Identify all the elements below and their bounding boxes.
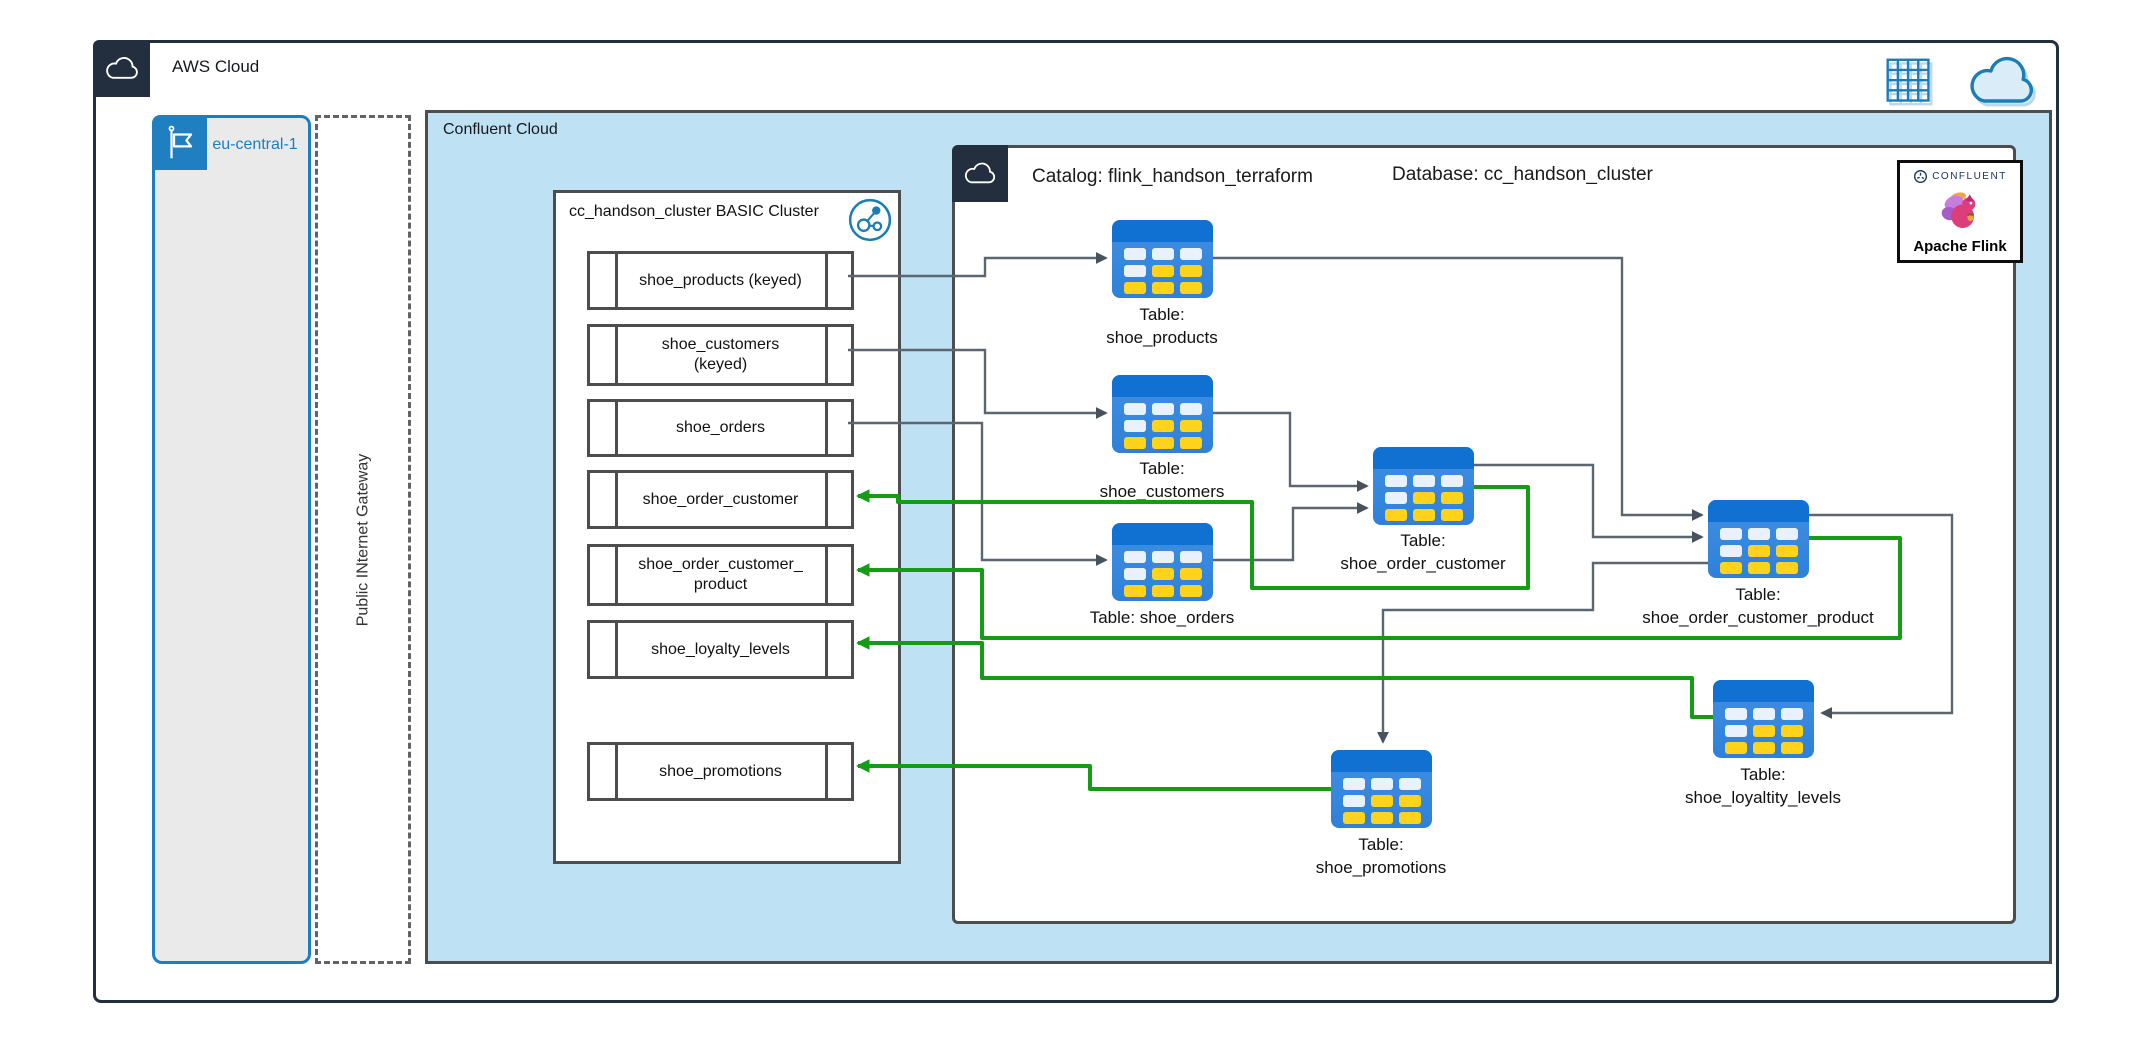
topic-divider bbox=[825, 745, 828, 798]
table-label-shoe-orders: Table: shoe_orders bbox=[1089, 608, 1235, 627]
cloud-glyph bbox=[105, 56, 138, 79]
topic-divider bbox=[615, 473, 618, 526]
confluent-flink-logo-box: CONFLUENT Apache Flink bbox=[1897, 160, 2023, 263]
topic-shoe-orders: shoe_orders bbox=[587, 399, 854, 457]
catalog-title: Catalog: flink_handson_terraform bbox=[1032, 166, 1313, 187]
topic-divider bbox=[825, 327, 828, 383]
topic-divider bbox=[615, 327, 618, 383]
table-icon-shoe-orders bbox=[1112, 523, 1213, 601]
flag-glyph bbox=[168, 125, 192, 158]
table-icon-shoe-loyaltity-levels bbox=[1713, 680, 1814, 758]
table-icon-shoe-promotions bbox=[1331, 750, 1432, 828]
apache-flink-squirrel-icon bbox=[1941, 192, 1976, 229]
table-icon-shoe-customers bbox=[1112, 375, 1213, 453]
region-label: eu-central-1 bbox=[212, 136, 298, 153]
table-label-shoe-customers: Table:shoe_customers bbox=[1099, 459, 1225, 501]
table-grid-icon bbox=[1886, 58, 1933, 106]
topic-shoe-products: shoe_products (keyed) bbox=[587, 251, 854, 310]
topic-divider bbox=[825, 473, 828, 526]
confluent-logo-icon bbox=[1914, 170, 1928, 183]
table-icon-shoe-products bbox=[1112, 220, 1213, 298]
topic-divider bbox=[615, 402, 618, 454]
topic-shoe-order-customer: shoe_order_customer bbox=[587, 470, 854, 529]
table-label-shoe-products: Table:shoe_products bbox=[1106, 305, 1218, 347]
topic-divider bbox=[825, 547, 828, 603]
topic-divider bbox=[825, 402, 828, 454]
region-box-eu-central-1 bbox=[152, 115, 311, 964]
catalog-database: Database: cc_handson_cluster bbox=[1392, 164, 1653, 185]
topic-shoe-promotions: shoe_promotions bbox=[587, 742, 854, 801]
kafka-cluster-title: cc_handson_cluster BASIC Cluster bbox=[569, 203, 819, 220]
public-internet-gateway-label: Public INternet Gateway bbox=[354, 453, 371, 626]
table-label-shoe-order-customer: Table:shoe_order_customer bbox=[1340, 531, 1506, 573]
aws-cloud-label: AWS Cloud bbox=[172, 57, 260, 76]
topic-divider bbox=[825, 254, 828, 307]
top-right-icons bbox=[1884, 54, 2040, 110]
table-label-shoe-loyaltity-levels: Table:shoe_loyaltity_levels bbox=[1685, 765, 1841, 807]
confluent-logo-word: CONFLUENT bbox=[1932, 171, 2007, 182]
table-icon-shoe-order-customer-product bbox=[1708, 500, 1809, 578]
topic-divider bbox=[825, 623, 828, 676]
topic-divider bbox=[615, 254, 618, 307]
region-flag-icon bbox=[152, 115, 207, 170]
topic-divider bbox=[615, 623, 618, 676]
kafka-cluster-icon bbox=[847, 197, 893, 248]
catalog-cloud-icon bbox=[952, 145, 1008, 202]
public-internet-gateway-box: Public INternet Gateway bbox=[315, 115, 411, 964]
topic-shoe-customers: shoe_customers(keyed) bbox=[587, 324, 854, 386]
topic-divider bbox=[615, 745, 618, 798]
table-icon-shoe-order-customer bbox=[1373, 447, 1474, 525]
topic-divider bbox=[615, 547, 618, 603]
topic-shoe-order-customer-product: shoe_order_customer_product bbox=[587, 544, 854, 606]
aws-cloud-icon bbox=[93, 40, 150, 97]
topic-shoe-loyalty-levels: shoe_loyalty_levels bbox=[587, 620, 854, 679]
table-label-shoe-promotions: Table:shoe_promotions bbox=[1315, 835, 1447, 877]
cloud-outline-icon bbox=[1970, 56, 2036, 107]
confluent-cloud-label: Confluent Cloud bbox=[443, 121, 558, 138]
apache-flink-label: Apache Flink bbox=[1913, 238, 2007, 255]
table-label-shoe-order-customer-product: Table:shoe_order_customer_product bbox=[1642, 585, 1874, 627]
